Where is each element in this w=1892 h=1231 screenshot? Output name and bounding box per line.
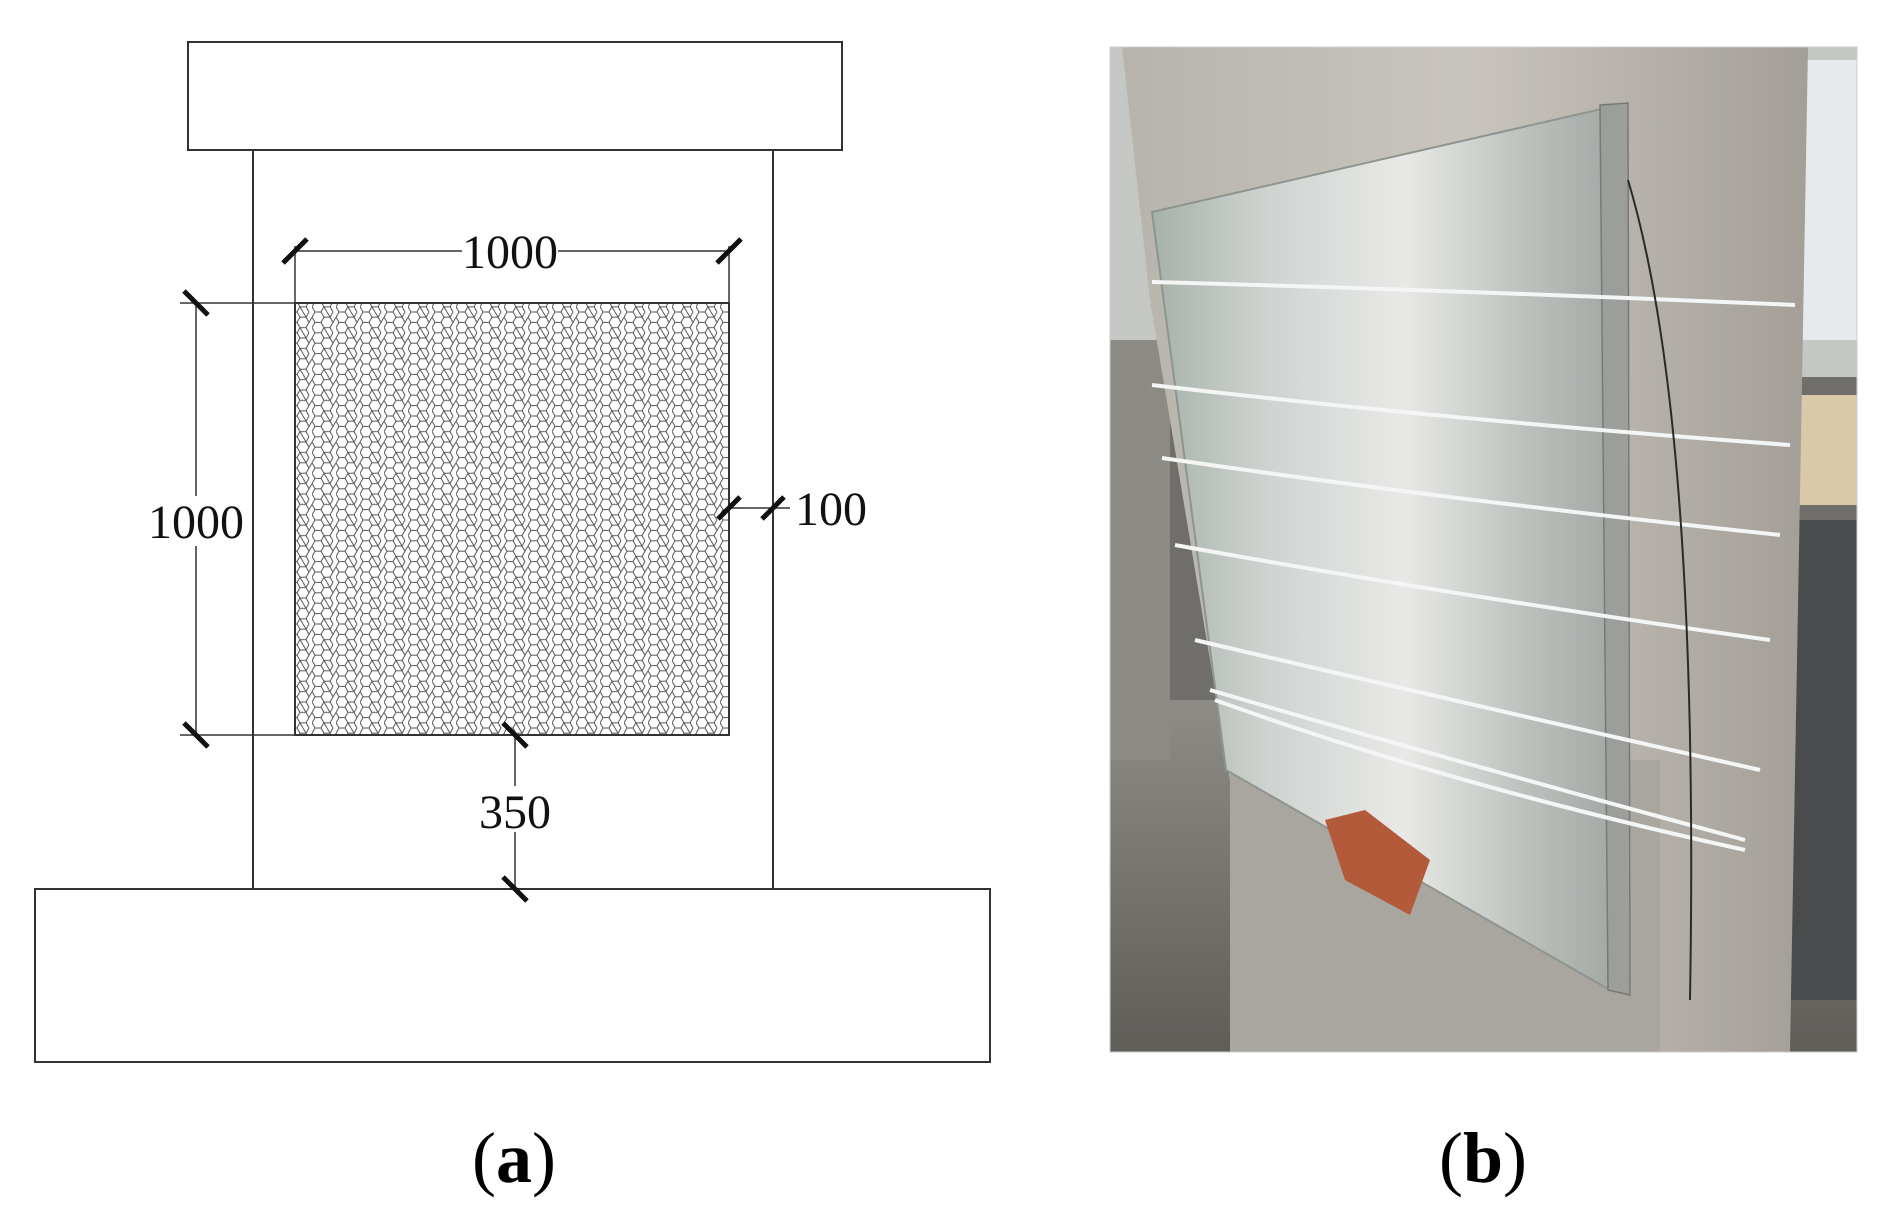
angle-bar (1599, 102, 1631, 996)
steel-frame-right (1790, 520, 1857, 1000)
right-offset-dimension: 100 (716, 483, 867, 536)
top-beam (187, 41, 843, 151)
panel-a-drawing: 1000 1000 100 350 (34, 41, 991, 1063)
wire (1627, 179, 1693, 1001)
hex-mesh-area (294, 302, 730, 736)
photo-frame (1109, 46, 1858, 1053)
caption-a: (a) (472, 1118, 556, 1198)
left-height-dimension: 1000 (148, 289, 295, 749)
left-height-label: 1000 (148, 496, 244, 549)
right-offset-label: 100 (795, 483, 867, 536)
straps (1151, 280, 1796, 852)
foundation (34, 888, 991, 1063)
caption-b: (b) (1439, 1118, 1527, 1198)
top-width-label: 1000 (462, 226, 558, 279)
panel-b-photo (1109, 46, 1858, 1053)
left-equipment (1110, 340, 1170, 760)
top-width-dimension: 1000 (281, 226, 743, 303)
bottom-gap-label: 350 (479, 786, 551, 839)
bottom-gap-dimension: 350 (474, 721, 556, 903)
brick (1325, 810, 1430, 915)
